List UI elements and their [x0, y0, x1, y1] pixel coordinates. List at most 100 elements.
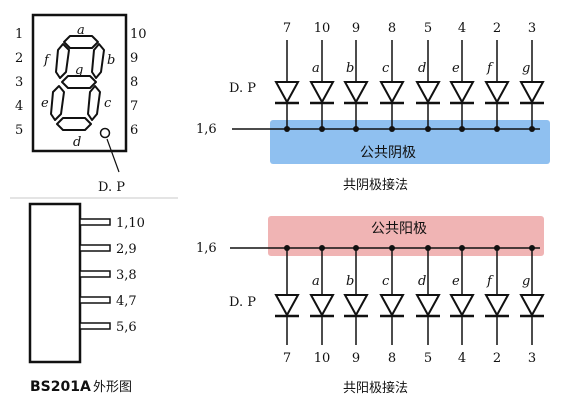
- cathode-segment-label: e: [452, 61, 460, 76]
- display-pin-label-right: 6: [130, 123, 138, 138]
- anode-pin-number: 8: [388, 351, 396, 366]
- package-outline: 1,10 2,9 3,8 4,7 5,6 BS201A 外形图: [28, 202, 145, 395]
- segment-label-e: e: [41, 96, 49, 111]
- anode-segment-label: e: [452, 274, 460, 289]
- decimal-point-leader: [106, 138, 120, 173]
- package-pin-lead: [79, 296, 111, 304]
- segment-label-b: b: [107, 53, 115, 68]
- anode-pin-number: 9: [352, 351, 360, 366]
- anode-diode-triangle: [379, 294, 405, 318]
- cathode-segment-label: c: [382, 61, 390, 76]
- anode-segment-label: c: [382, 274, 390, 289]
- display-pin-label-left: 4: [15, 99, 23, 114]
- display-pin-label-left: 1: [15, 27, 23, 42]
- anode-pin-number: 4: [458, 351, 466, 366]
- anode-pin-number: 7: [283, 351, 291, 366]
- display-pin-label-right: 10: [130, 27, 147, 42]
- cathode-segment-label: g: [522, 61, 530, 76]
- display-pin-label-right: 8: [130, 75, 138, 90]
- anode-diode-triangle: [274, 294, 300, 318]
- cathode-diode-triangle: [343, 81, 369, 105]
- cathode-segment-label: b: [346, 61, 354, 76]
- segment-outlines: [50, 35, 105, 131]
- anode-pin-number: 5: [424, 351, 432, 366]
- common-anode-band-label: 公共阳极: [371, 221, 427, 237]
- anode-diode-triangle: [343, 294, 369, 318]
- anode-diode-triangle: [484, 294, 510, 318]
- anode-diode-triangle: [415, 294, 441, 318]
- package-title-suffix: 外形图: [93, 380, 132, 395]
- segment-a-shape: [63, 35, 99, 49]
- segment-b-shape: [91, 43, 105, 79]
- anode-pin-number: 3: [528, 351, 536, 366]
- cathode-segment-label: f: [486, 61, 494, 76]
- cathode-common-pin-label: 1,6: [196, 122, 217, 137]
- anode-pin-number: 10: [314, 351, 331, 366]
- segment-e-shape: [50, 85, 65, 121]
- cathode-pin-number: 9: [352, 21, 360, 36]
- display-pin-label-left: 2: [15, 51, 23, 66]
- package-pin-label: 4,7: [116, 294, 137, 309]
- package-pin-lead: [79, 270, 111, 278]
- anode-segment-label: a: [312, 274, 320, 289]
- cathode-segment-label: a: [312, 61, 320, 76]
- anode-diode-triangle: [519, 294, 545, 318]
- segment-c-shape: [87, 85, 101, 121]
- segment-label-f: f: [43, 53, 51, 68]
- cathode-diode-triangle: [484, 81, 510, 105]
- anode-segment-label: b: [346, 274, 354, 289]
- cathode-pin-number: 10: [314, 21, 331, 36]
- anode-diode-triangle: [449, 294, 475, 318]
- anode-caption: 共阳极接法: [343, 380, 408, 396]
- cathode-pin-number: 7: [283, 21, 291, 36]
- segment-f-shape: [55, 43, 70, 79]
- cathode-diode-triangle: [449, 81, 475, 105]
- segment-label-d: d: [73, 135, 81, 150]
- segment-d-shape: [56, 117, 92, 131]
- cathode-dp-label: D. P: [229, 81, 256, 96]
- common-cathode-band-label: 公共阴极: [360, 145, 416, 161]
- common-cathode-band: [270, 120, 550, 164]
- package-title-model: BS201A: [30, 379, 91, 395]
- cathode-diode-triangle: [379, 81, 405, 105]
- package-pin-label: 1,10: [116, 216, 145, 231]
- cathode-diode-triangle: [519, 81, 545, 105]
- display-right-pin-labels: 10 9 8 7 6: [130, 27, 147, 138]
- package-pin-lead: [79, 218, 111, 226]
- anode-segment-label: g: [522, 274, 530, 289]
- package-pin-lead: [79, 322, 111, 330]
- common-anode-band: [268, 216, 544, 256]
- package-body: [28, 202, 82, 364]
- package-pin-label: 5,6: [116, 320, 137, 335]
- segment-g-shape: [61, 75, 97, 89]
- display-dp-label: D. P: [98, 180, 125, 195]
- package-pin-label: 2,9: [116, 242, 137, 257]
- segment-label-c: c: [104, 96, 112, 111]
- package-pins: 1,10 2,9 3,8 4,7 5,6: [79, 216, 145, 335]
- decimal-point-dot: [99, 127, 111, 139]
- display-pin-label-left: 3: [15, 75, 23, 90]
- package-pin-lead: [79, 244, 111, 252]
- cathode-pin-number: 5: [424, 21, 432, 36]
- cathode-segment-label: d: [418, 61, 426, 76]
- cathode-pin-number: 3: [528, 21, 536, 36]
- cathode-diode-triangle: [309, 81, 335, 105]
- display-pin-label-right: 7: [130, 99, 138, 114]
- cathode-pin-number: 8: [388, 21, 396, 36]
- display-body: [31, 13, 128, 153]
- display-pin-label-right: 9: [130, 51, 138, 66]
- cathode-pin-number: 2: [493, 21, 501, 36]
- display-pin-label-left: 5: [15, 123, 23, 138]
- display-left-pin-labels: 1 2 3 4 5: [15, 27, 23, 138]
- package-pin-label: 3,8: [116, 268, 137, 283]
- cathode-diode-triangle: [415, 81, 441, 105]
- segment-label-a: a: [77, 23, 85, 38]
- cathode-diode-triangle: [274, 81, 300, 105]
- anode-segment-label: d: [418, 274, 426, 289]
